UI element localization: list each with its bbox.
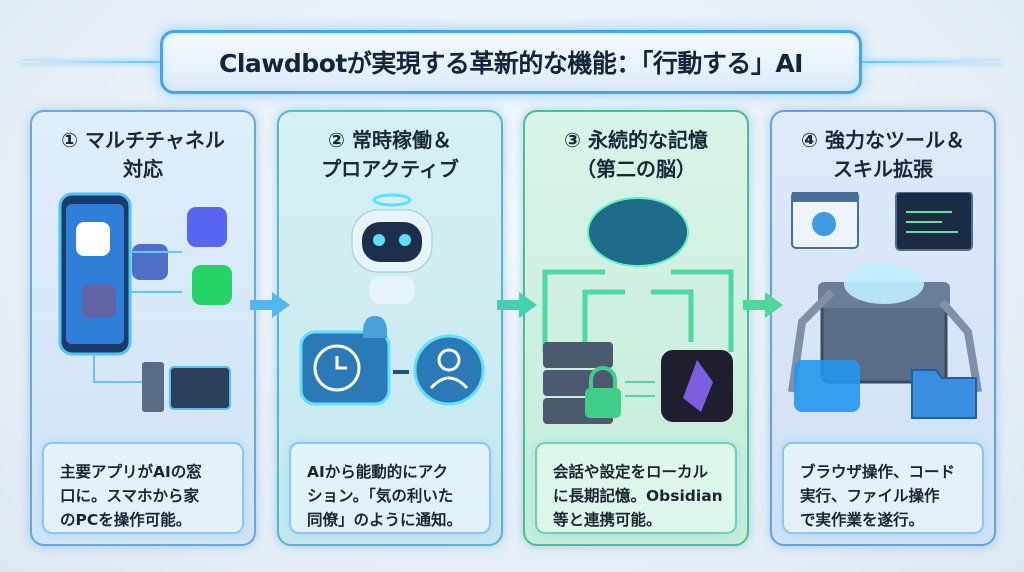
multichannel-illustration [32,192,254,432]
monitor-icon [169,366,231,410]
description-line: のPCを操作可能。 [60,511,192,529]
discord-icon [187,207,227,247]
description-line: ション。「気の利いた [307,487,454,505]
pc-tower-icon [142,362,164,412]
description-line: 等と連携可能。 [553,511,662,529]
tools-illustration [772,191,994,432]
memory-illustration [525,192,747,432]
description-line: 口に。スマホから家 [60,487,200,505]
proactive-illustration [279,192,501,432]
description-box: 主要アプリがAIの窓 口に。スマホから家 のPCを操作可能。 [42,442,244,534]
description-box: 会話や設定をローカル に長期記憶。Obsidian 等と連携可能。 [535,442,737,534]
description-line: 主要アプリがAIの窓 [60,463,202,481]
panel-title-line1: ④ 強力なツール＆ [801,128,965,152]
lock-icon [585,388,621,418]
description-box: ブラウザ操作、コード 実行、ファイル操作 で実作業を遂行。 [782,442,984,534]
robot-icon [351,209,433,304]
panel-memory: ③ 永続的な記憶 （第二の脳） 会話や設定をローカル に長期記憶。Obsidian… [523,110,749,546]
panel-tools: ④ 強力なツール＆ スキル拡張 ブラウザ操作、コード 実行、ファイル操作 で実作業… [770,110,996,546]
panel-multichannel: ① マルチチャネル対応 主要アプリがAIの窓 口に。スマホから家 のPCを操作可… [30,110,256,546]
panel-title-line2: スキル拡張 [833,157,933,181]
panel-title-line1: ① マルチチャネル [61,128,225,152]
decor-line-left [20,61,160,63]
decor-line-right [862,61,1002,63]
description-line: 同僚」のように通知。 [307,511,463,529]
robot-arm-icon [938,299,982,393]
title-banner: Clawdbotが実現する革新的な機能：「行動する」AI [160,30,862,94]
description-line: 実行、ファイル操作 [800,487,940,505]
slack-icon [76,222,110,256]
description-line: 会話や設定をローカル [553,463,709,481]
description-box: AIから能動的にアク ション。「気の利いた 同僚」のように通知。 [289,442,491,534]
description-line: AIから能動的にアク [307,463,448,481]
docker-icon [794,360,860,412]
page-title: Clawdbotが実現する革新的な機能：「行動する」AI [219,49,803,78]
bell-icon [363,316,387,338]
panel-title-line2: 対応 [123,157,163,181]
halo-icon [372,193,412,207]
flow-arrow-icon [497,292,537,318]
panel-title-line2: （第二の脳） [576,157,696,181]
panel-title-line2: プロアクティブ [321,157,459,181]
description-line: に長期記憶。Obsidian [553,487,723,505]
folder-icon [911,369,977,419]
panel-title-line1: ② 常時稼働＆ [328,128,452,152]
flow-arrow-icon [250,292,290,318]
teams-icon [82,284,116,318]
teams-icon [132,244,168,280]
description-line: で実作業を遂行。 [800,511,925,529]
whatsapp-icon [192,265,232,305]
panel-proactive: ② 常時稼働＆ プロアクティブ AIから能動的にアク ション。「気の利いた 同僚」… [277,110,503,546]
flow-arrow-icon [743,292,783,318]
panel-title-line1: ③ 永続的な記憶 [564,128,708,152]
description-line: ブラウザ操作、コード [800,463,956,481]
brain-icon [587,197,689,267]
